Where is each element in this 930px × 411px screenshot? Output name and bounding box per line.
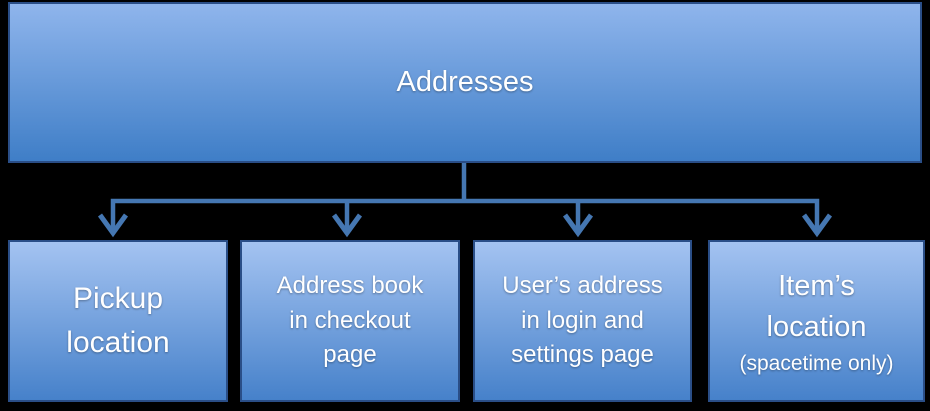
- node-item-location-note: (spacetime only): [739, 351, 894, 375]
- arrow-down-icon: [331, 213, 363, 238]
- node-addresses-label: Addresses: [396, 66, 534, 98]
- arrow-down-icon: [562, 213, 594, 238]
- arrow-down-icon: [801, 213, 833, 238]
- connector-bracket: [110, 198, 820, 230]
- arrow-down-icon: [97, 213, 129, 238]
- node-addresses: Addresses: [8, 2, 922, 163]
